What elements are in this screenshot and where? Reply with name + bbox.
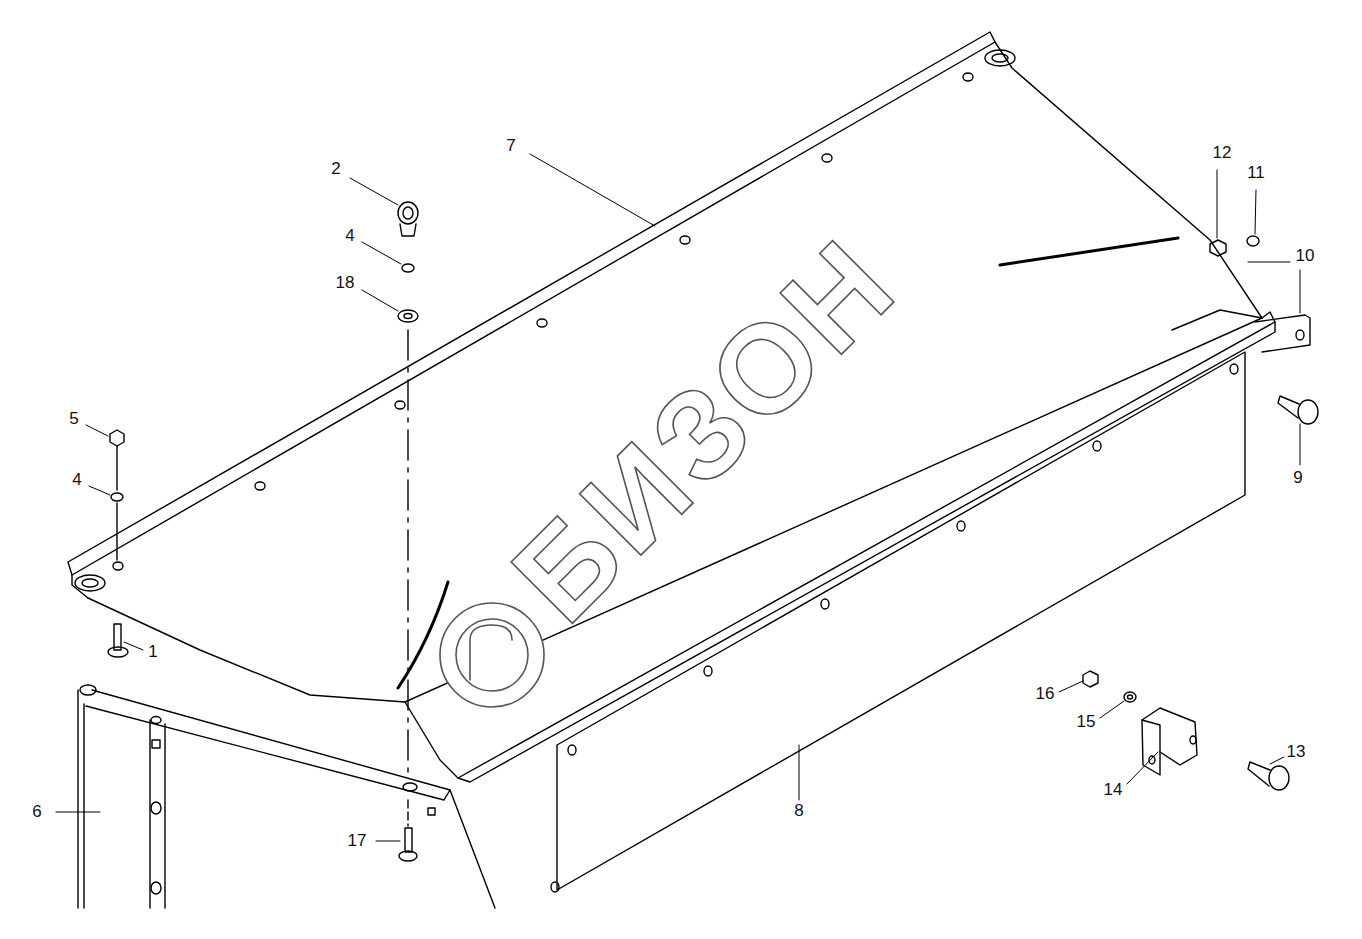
callout-number: 13 — [1285, 743, 1308, 762]
callout-number: 11 — [1245, 164, 1267, 183]
callout-number: 14 — [1102, 781, 1125, 800]
callout-number: 18 — [334, 274, 357, 293]
callout-number: 4 — [343, 227, 356, 246]
callout-number: 16 — [1034, 685, 1057, 704]
callout-number: 5 — [67, 410, 80, 429]
callout-number: 2 — [329, 160, 342, 179]
callout-number: 10 — [1294, 247, 1317, 266]
callout-number: 12 — [1211, 144, 1234, 163]
callout-number: 4 — [70, 471, 83, 490]
callout-number: 15 — [1075, 713, 1098, 732]
callout-number: 1 — [146, 643, 159, 662]
callout-number: 9 — [1291, 469, 1304, 488]
callout-number: 6 — [30, 803, 43, 822]
callout-number: 17 — [346, 832, 369, 851]
watermark: БИЗОН — [492, 217, 919, 644]
callout-number: 8 — [792, 802, 805, 821]
callout-number: 7 — [504, 137, 517, 156]
